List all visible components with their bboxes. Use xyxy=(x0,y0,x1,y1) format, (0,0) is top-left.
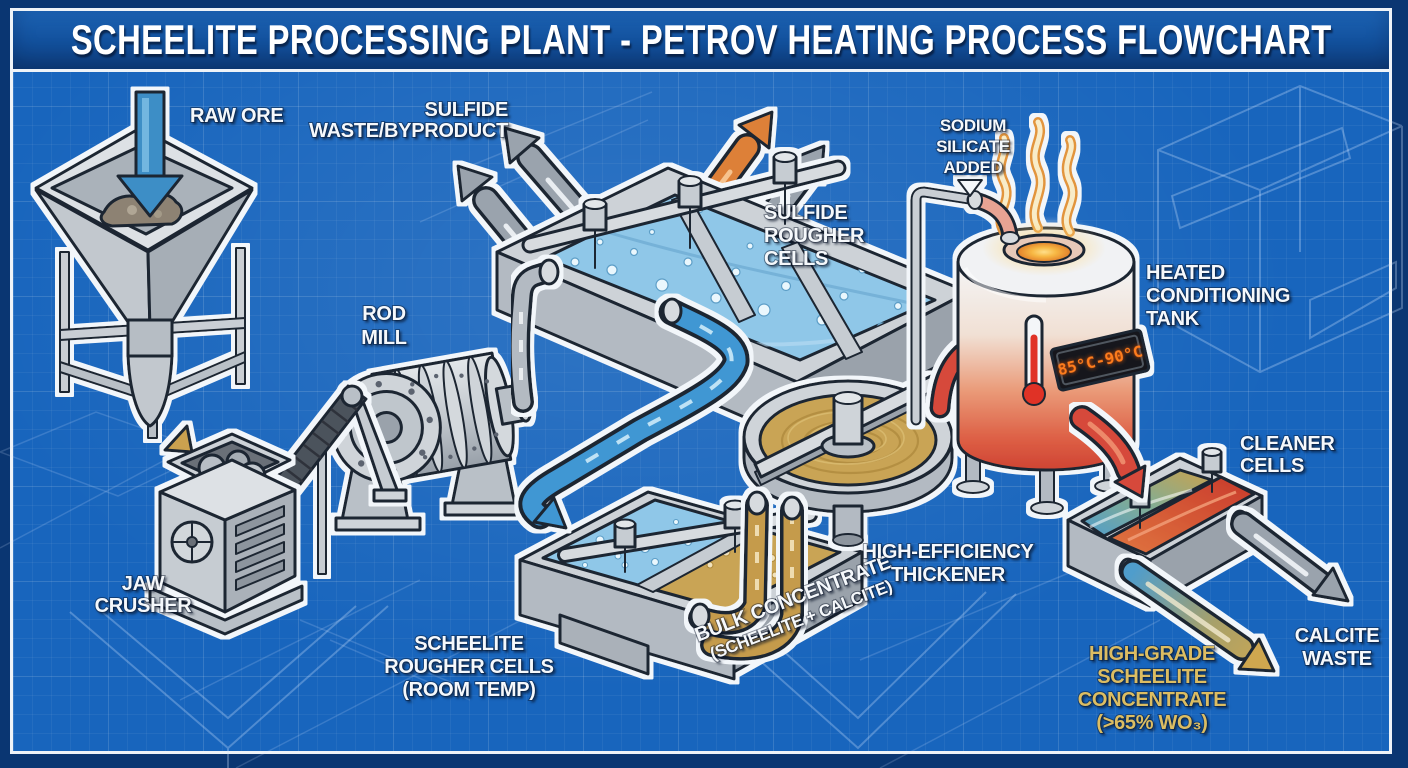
label-jaw-crusher: JAW CRUSHER xyxy=(94,572,194,618)
thermometer-icon xyxy=(1022,314,1046,406)
svg-text:HIGH-GRADE: HIGH-GRADE xyxy=(1089,643,1215,665)
svg-text:SILICATE: SILICATE xyxy=(936,137,1010,156)
svg-text:SCHEELITE: SCHEELITE xyxy=(1097,666,1207,688)
svg-text:ROD: ROD xyxy=(362,303,406,325)
ore-feed-arrow xyxy=(163,424,194,454)
agitator-motors xyxy=(582,151,798,269)
svg-text:THICKENER: THICKENER xyxy=(891,564,1006,586)
temperature-display: 85°C-90°C xyxy=(1049,328,1151,392)
svg-text:JAW: JAW xyxy=(122,573,165,595)
bulk-concentrate-pipes xyxy=(688,490,804,661)
label-heated-tank: HEATED CONDITIONING TANK xyxy=(1145,261,1291,331)
label-sulfide-rougher-cells: SULFIDE ROUGHER CELLS xyxy=(763,201,866,271)
svg-text:HIGH-EFFICIENCY: HIGH-EFFICIENCY xyxy=(862,541,1034,563)
svg-text:CELLS: CELLS xyxy=(1240,455,1304,477)
svg-text:CONCENTRATE: CONCENTRATE xyxy=(1078,689,1227,711)
svg-text:ROUGHER: ROUGHER xyxy=(764,225,865,247)
page-title: SCHEELITE PROCESSING PLANT - PETROV HEAT… xyxy=(70,16,1332,63)
svg-text:(>65% WO₃): (>65% WO₃) xyxy=(1096,712,1207,734)
svg-text:SODIUM: SODIUM xyxy=(940,116,1006,135)
svg-text:(ROOM TEMP): (ROOM TEMP) xyxy=(402,679,535,701)
mill-to-sulfide-pipe xyxy=(508,258,560,413)
pointer-triangle-icon xyxy=(957,179,983,197)
label-calcite-waste: CALCITE WASTE xyxy=(1294,624,1381,671)
hot-pulp-arrow xyxy=(1069,405,1147,499)
title-bar: SCHEELITE PROCESSING PLANT - PETROV HEAT… xyxy=(13,11,1389,72)
label-sodium-silicate: SODIUM SILICATE ADDED xyxy=(935,115,1011,178)
svg-text:SULFIDE: SULFIDE xyxy=(425,99,508,121)
raw-ore-hopper xyxy=(34,90,254,439)
svg-text:MILL: MILL xyxy=(361,327,407,349)
jaw-crusher xyxy=(148,424,304,636)
svg-text:CALCITE: CALCITE xyxy=(1295,625,1380,647)
high-efficiency-thickener xyxy=(742,374,954,547)
sulfide-to-scheelite-pipe xyxy=(518,297,750,530)
heat-waves-icon xyxy=(995,117,1078,237)
raw-ore-arrow xyxy=(116,90,184,218)
label-rod-mill: ROD MILL xyxy=(360,302,408,350)
svg-text:CRUSHER: CRUSHER xyxy=(95,595,193,617)
concentrate-arrow xyxy=(1118,557,1276,673)
label-scheelite-rougher-cells: SCHEELITE ROUGHER CELLS (ROOM TEMP) xyxy=(383,632,555,702)
svg-text:CLEANER: CLEANER xyxy=(1240,433,1335,455)
svg-text:ADDED: ADDED xyxy=(944,158,1003,177)
rod-mill xyxy=(330,351,533,532)
svg-text:WASTE/BYPRODUCT: WASTE/BYPRODUCT xyxy=(309,120,508,142)
svg-text:CONDITIONING: CONDITIONING xyxy=(1146,285,1290,307)
calcite-waste-arrow xyxy=(1230,509,1350,603)
label-high-grade-concentrate: HIGH-GRADE SCHEELITE CONCENTRATE (>65% W… xyxy=(1077,642,1228,735)
svg-text:SCHEELITE: SCHEELITE xyxy=(414,633,524,655)
sodium-silicate-inlet xyxy=(966,190,1020,245)
svg-text:HEATED: HEATED xyxy=(1146,262,1225,284)
svg-text:WASTE: WASTE xyxy=(1302,648,1372,670)
label-sulfide-waste: SULFIDE WASTE/BYPRODUCT xyxy=(308,98,509,143)
label-cleaner-cells: CLEANER CELLS xyxy=(1239,432,1337,478)
svg-text:ROUGHER CELLS: ROUGHER CELLS xyxy=(384,656,553,678)
svg-text:SULFIDE: SULFIDE xyxy=(764,202,847,224)
svg-text:TANK: TANK xyxy=(1146,308,1200,330)
label-thickener: HIGH-EFFICIENCY THICKENER xyxy=(861,540,1035,587)
svg-text:CELLS: CELLS xyxy=(764,248,828,270)
label-raw-ore: RAW ORE xyxy=(190,105,283,127)
